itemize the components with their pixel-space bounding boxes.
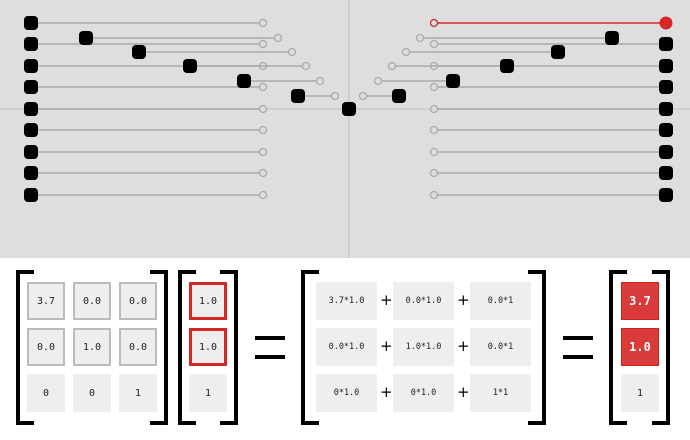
source-point	[291, 89, 305, 103]
target-circle	[429, 18, 439, 28]
source-point	[24, 16, 38, 30]
transformed-point	[446, 74, 460, 88]
plus-sign: +	[457, 291, 470, 309]
source-point	[237, 74, 251, 88]
plus-sign: +	[380, 291, 393, 309]
target-circle	[258, 147, 268, 157]
transformed-point	[659, 145, 673, 159]
source-point	[24, 59, 38, 73]
plus-sign: +	[380, 337, 393, 355]
result-cell: 3.7	[621, 282, 659, 320]
result-right-bracket	[652, 270, 670, 425]
target-circle	[315, 76, 325, 86]
equals-sign	[563, 355, 593, 359]
matrix-cell[interactable]: 1.0	[73, 328, 111, 366]
transformed-point	[392, 89, 406, 103]
transformed-point	[659, 188, 673, 202]
product-cell: 0.0*1	[470, 282, 531, 320]
matrix-left-bracket	[16, 270, 34, 425]
target-circle	[387, 61, 397, 71]
target-circle	[373, 76, 383, 86]
target-circle	[258, 104, 268, 114]
transformed-point	[659, 37, 673, 51]
product-cell: 0.0*1.0	[393, 282, 454, 320]
transformed-point	[659, 166, 673, 180]
transformed-point	[500, 59, 514, 73]
source-point	[24, 80, 38, 94]
target-circle	[415, 33, 425, 43]
result-cell: 1	[621, 374, 659, 412]
target-circle	[258, 39, 268, 49]
background	[0, 0, 690, 258]
vector-cell[interactable]: 1	[189, 374, 227, 412]
target-circle	[429, 190, 439, 200]
transform-visualization	[0, 0, 690, 258]
source-point	[24, 166, 38, 180]
target-circle	[258, 190, 268, 200]
plus-sign: +	[457, 383, 470, 401]
equals-sign	[563, 336, 593, 340]
target-circle	[258, 125, 268, 135]
highlighted-point	[659, 16, 673, 30]
target-circle	[258, 18, 268, 28]
products-left-bracket	[301, 270, 319, 425]
matrix-cell[interactable]: 1	[119, 374, 157, 412]
matrix-right-bracket	[150, 270, 168, 425]
transformed-point	[551, 45, 565, 59]
product-cell: 0.0*1	[470, 328, 531, 366]
product-cell: 1.0*1.0	[393, 328, 454, 366]
target-circle	[358, 91, 368, 101]
result-cell: 1.0	[621, 328, 659, 366]
target-circle	[273, 33, 283, 43]
source-point	[24, 123, 38, 137]
target-circle	[429, 125, 439, 135]
matrix-cell[interactable]: 0.0	[27, 328, 65, 366]
target-circle	[429, 147, 439, 157]
equals-sign	[255, 336, 285, 340]
transformed-point	[659, 123, 673, 137]
transformed-point	[659, 80, 673, 94]
product-cell: 0.0*1.0	[316, 328, 377, 366]
matrix-cell[interactable]: 0	[73, 374, 111, 412]
target-circle	[401, 47, 411, 57]
plus-sign: +	[380, 383, 393, 401]
vector-left-bracket	[178, 270, 196, 425]
vector-cell[interactable]: 1.0	[189, 282, 227, 320]
vector-cell[interactable]: 1.0	[189, 328, 227, 366]
source-point	[24, 145, 38, 159]
target-circle	[429, 104, 439, 114]
product-cell: 1*1	[470, 374, 531, 412]
target-circle	[429, 82, 439, 92]
transformed-point	[659, 59, 673, 73]
transformed-point	[605, 31, 619, 45]
target-circle	[330, 91, 340, 101]
source-point	[183, 59, 197, 73]
matrix-cell[interactable]: 3.7	[27, 282, 65, 320]
vector-right-bracket	[220, 270, 238, 425]
plus-sign: +	[457, 337, 470, 355]
result-left-bracket	[609, 270, 627, 425]
matrix-cell[interactable]: 0	[27, 374, 65, 412]
target-circle	[429, 168, 439, 178]
target-circle	[429, 39, 439, 49]
matrix-cell[interactable]: 0.0	[73, 282, 111, 320]
source-point	[132, 45, 146, 59]
origin-point	[342, 102, 356, 116]
product-cell: 0*1.0	[316, 374, 377, 412]
source-point	[24, 188, 38, 202]
source-point	[79, 31, 93, 45]
target-circle	[287, 47, 297, 57]
product-cell: 0*1.0	[393, 374, 454, 412]
target-circle	[301, 61, 311, 71]
source-point	[24, 37, 38, 51]
matrix-cell[interactable]: 0.0	[119, 282, 157, 320]
transformed-point	[659, 102, 673, 116]
products-right-bracket	[528, 270, 546, 425]
product-cell: 3.7*1.0	[316, 282, 377, 320]
target-circle	[258, 82, 268, 92]
matrix-cell[interactable]: 0.0	[119, 328, 157, 366]
source-point	[24, 102, 38, 116]
equals-sign	[255, 355, 285, 359]
target-circle	[258, 168, 268, 178]
